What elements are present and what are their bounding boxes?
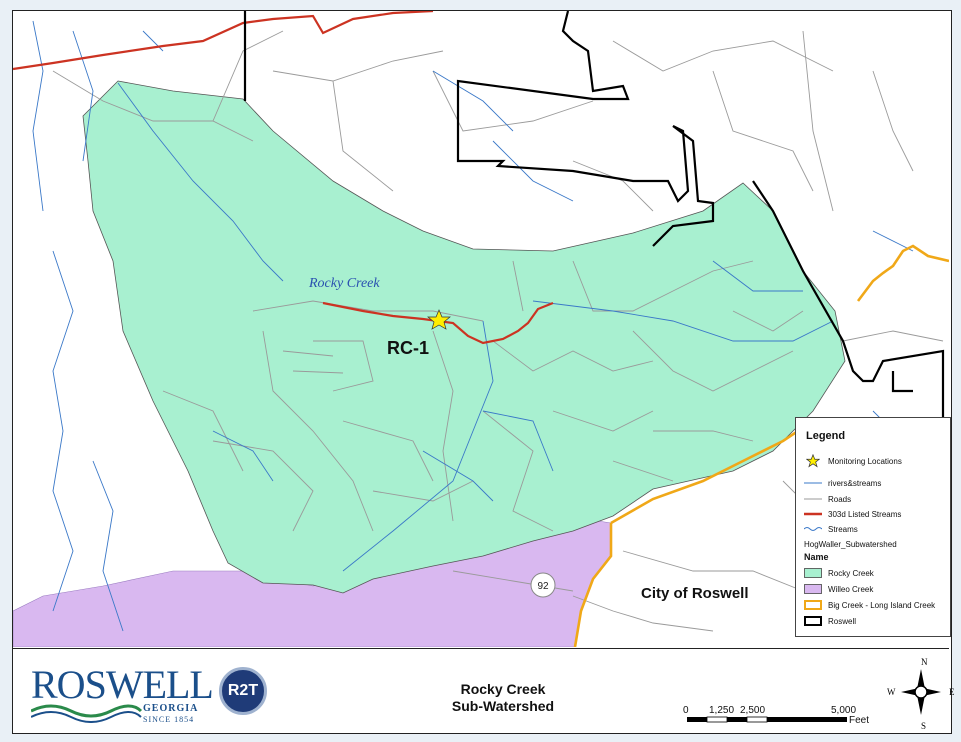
highway-92-shield[interactable] <box>530 572 556 598</box>
roswell-logo: ROSWELL <box>31 662 214 707</box>
legend-label: Rocky Creek <box>828 568 874 578</box>
outline-black-icon <box>804 616 822 626</box>
monitoring-location-star[interactable] <box>427 309 451 330</box>
map-title-line1: Rocky Creek <box>460 681 546 697</box>
legend-label: 303d Listed Streams <box>828 509 902 519</box>
site-label: RC-1 <box>387 338 429 358</box>
compass-s: S <box>921 721 927 731</box>
legend-item-rivers: rivers&streams <box>804 478 881 488</box>
legend-item-subwatershed: HogWaller_Subwatershed <box>804 540 897 549</box>
legend-panel: Legend Monitoring Locations rivers&strea… <box>795 417 951 637</box>
line-wavy-blue-icon <box>804 524 822 534</box>
roswell-logo-state: GEORGIA <box>143 703 199 714</box>
scale-label-0: 0 <box>683 705 689 716</box>
compass-n: N <box>921 657 928 667</box>
outline-orange-icon <box>804 600 822 610</box>
big-creek-boundary-south <box>573 523 613 647</box>
legend-item-roswell: Roswell <box>804 616 856 626</box>
rocky-creek-area[interactable] <box>82 80 846 594</box>
line-red-icon <box>804 509 822 519</box>
legend-label: Monitoring Locations <box>828 456 902 466</box>
r2t-badge: R2T <box>219 667 267 715</box>
legend-item-rocky: Rocky Creek <box>804 568 874 578</box>
legend-item-monitoring: Monitoring Locations <box>804 454 902 468</box>
legend-item-name: Name <box>804 552 829 562</box>
footer-panel: ROSWELL GEORGIA SINCE 1854 R2T Rocky Cre… <box>13 648 955 733</box>
scale-unit: Feet <box>849 715 870 726</box>
city-label: City of Roswell <box>641 585 749 602</box>
legend-label: HogWaller_Subwatershed <box>804 540 897 549</box>
legend-item-willeo: Willeo Creek <box>804 584 873 594</box>
logo-wave-icon <box>31 704 143 723</box>
legend-item-303d: 303d Listed Streams <box>804 509 901 519</box>
line-gray-icon <box>804 494 822 504</box>
fill-purple-icon <box>804 584 822 594</box>
star-icon <box>804 454 822 468</box>
map-title-line2: Sub-Watershed <box>451 698 555 714</box>
legend-label: Big Creek - Long Island Creek <box>828 600 936 610</box>
highway-92-label: 92 <box>537 581 549 592</box>
scale-label-5000: 5,000 <box>831 705 857 716</box>
legend-label: rivers&streams <box>828 478 882 488</box>
listed-stream-rocky-creek <box>322 301 554 345</box>
listed-stream-north <box>13 11 434 71</box>
legend-label: Willeo Creek <box>828 584 874 594</box>
legend-item-roads: Roads <box>804 494 851 504</box>
roswell-boundary <box>243 11 945 421</box>
streams-layer <box>32 20 924 632</box>
legend-item-streams: Streams <box>804 524 858 534</box>
compass-rose-icon <box>901 669 941 715</box>
roads-layer <box>52 30 949 632</box>
legend-label: Streams <box>828 524 858 534</box>
fill-green-icon <box>804 568 822 578</box>
scale-bar <box>687 716 847 723</box>
compass-w: W <box>887 687 896 697</box>
legend-label: Roads <box>828 494 852 504</box>
compass-e: E <box>949 687 955 697</box>
roswell-logo-since: SINCE 1854 <box>143 715 195 724</box>
legend-item-bigcreek: Big Creek - Long Island Creek <box>804 600 935 610</box>
legend-label: Name <box>804 552 829 562</box>
scale-label-1250: 1,250 <box>709 705 735 716</box>
map-canvas[interactable]: 92 Rocky Creek RC-1 City of Roswell <box>13 11 949 647</box>
rocky-creek-label: Rocky Creek <box>308 276 380 291</box>
legend-title: Legend <box>806 430 846 442</box>
big-creek-boundary <box>610 244 949 525</box>
legend-label: Roswell <box>828 616 857 626</box>
scale-label-2500: 2,500 <box>740 705 766 716</box>
line-blue-icon <box>804 478 822 488</box>
